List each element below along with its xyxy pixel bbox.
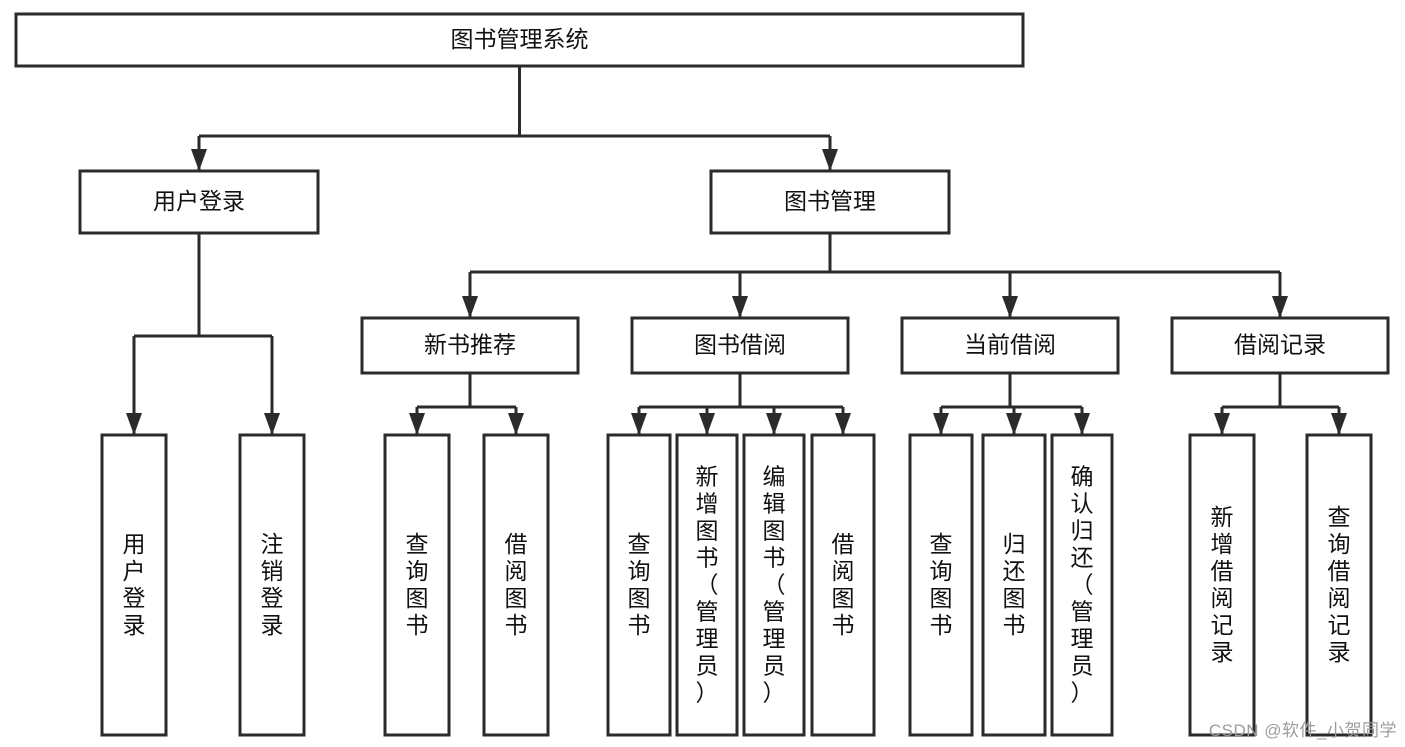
node-leaf-borrow-book-2[interactable]: 借阅图书 [810, 433, 876, 737]
node-book-borrow[interactable]: 图书借阅 [630, 316, 850, 375]
node-leaf-edit-book-admin[interactable]: 编辑图书（管理员） [742, 433, 806, 737]
node-leaf-query-book-1[interactable]: 查询图书 [383, 433, 451, 737]
node-leaf-confirm-return-admin[interactable]: 确认归还（管理员） [1050, 433, 1114, 737]
edge-group-userlogin-to-leaves [126, 233, 280, 435]
edge-group-bookborrow-to-leaves [631, 373, 851, 435]
node-label: 查询图书 [406, 531, 429, 638]
node-label: 注销登录 [261, 531, 284, 638]
node-leaf-user-login[interactable]: 用户登录 [100, 433, 168, 737]
node-leaf-add-book-admin[interactable]: 新增图书（管理员） [675, 433, 739, 737]
edge-group-currentborrow-to-leaves [933, 373, 1090, 435]
edges-layer [126, 66, 1347, 435]
node-label: 图书借阅 [694, 332, 786, 358]
node-user-login[interactable]: 用户登录 [78, 169, 320, 235]
node-label: 图书管理系统 [451, 26, 589, 52]
node-leaf-user-logout[interactable]: 注销登录 [238, 433, 306, 737]
node-current-borrow[interactable]: 当前借阅 [900, 316, 1120, 375]
node-label: 归还图书 [1003, 531, 1026, 638]
node-new-book-rec[interactable]: 新书推荐 [360, 316, 580, 375]
node-label: 借阅记录 [1234, 332, 1326, 358]
node-leaf-query-book-2[interactable]: 查询图书 [606, 433, 672, 737]
nodes-layer: 图书管理系统用户登录图书管理新书推荐图书借阅当前借阅借阅记录用户登录注销登录查询… [14, 12, 1390, 737]
node-label: 借阅图书 [505, 531, 528, 638]
node-label: 查询图书 [930, 531, 953, 638]
node-label: 借阅图书 [832, 531, 855, 638]
node-borrow-record[interactable]: 借阅记录 [1170, 316, 1390, 375]
node-label: 用户登录 [153, 188, 245, 214]
node-label: 当前借阅 [964, 332, 1056, 358]
node-leaf-borrow-book-1[interactable]: 借阅图书 [482, 433, 550, 737]
node-label: 编辑图书（管理员） [763, 464, 786, 706]
node-book-manage[interactable]: 图书管理 [709, 169, 951, 235]
node-label: 图书管理 [784, 188, 876, 214]
node-label: 新书推荐 [424, 332, 516, 358]
node-label: 查询图书 [628, 531, 651, 638]
node-root[interactable]: 图书管理系统 [14, 12, 1025, 68]
node-leaf-query-borrow-record[interactable]: 查询借阅记录 [1305, 433, 1373, 737]
edge-group-bookmanage-to-level2 [462, 233, 1288, 318]
node-label: 新增图书（管理员） [696, 464, 719, 706]
node-label: 新增借阅记录 [1211, 504, 1234, 665]
node-label: 用户登录 [123, 531, 146, 638]
node-leaf-return-book[interactable]: 归还图书 [981, 433, 1047, 737]
edge-group-borrowrecord-to-leaves [1214, 373, 1347, 435]
node-leaf-add-borrow-record[interactable]: 新增借阅记录 [1188, 433, 1256, 737]
node-label: 确认归还（管理员） [1071, 464, 1094, 706]
node-leaf-query-book-3[interactable]: 查询图书 [908, 433, 974, 737]
edge-group-root-to-level1 [191, 66, 838, 171]
node-label: 查询借阅记录 [1328, 504, 1351, 665]
edge-group-newbookrec-to-leaves [409, 373, 524, 435]
